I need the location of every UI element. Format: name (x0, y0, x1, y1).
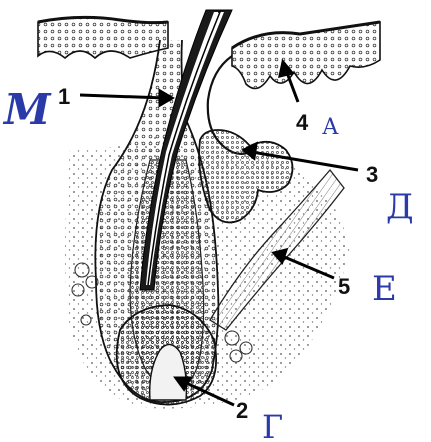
label-2: 2 (236, 398, 248, 423)
epidermis-left (38, 17, 168, 58)
handwritten-e: Е (372, 269, 397, 309)
epidermis-right (232, 22, 380, 89)
handwritten-m: M (2, 85, 52, 134)
handwritten-d: Д (386, 187, 414, 227)
label-4: 4 (296, 110, 309, 135)
label-1: 1 (58, 84, 70, 109)
handwritten-a: А (322, 115, 339, 140)
label-5: 5 (338, 274, 350, 299)
handwritten-g: Г (262, 408, 283, 442)
label-3: 3 (366, 162, 378, 187)
